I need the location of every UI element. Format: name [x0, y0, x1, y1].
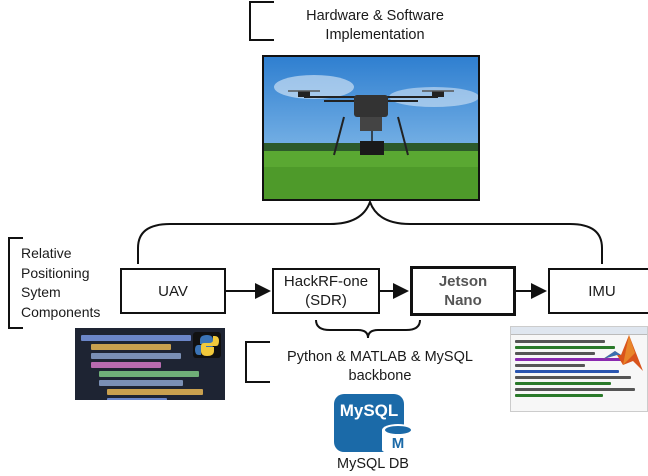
jetson-box: Jetson Nano: [410, 266, 516, 316]
mysql-caption: MySQL DB: [337, 456, 409, 472]
uav-label: UAV: [158, 282, 188, 300]
drone-photo: [262, 55, 480, 201]
software-bracket: [245, 341, 270, 383]
software-label: Python & MATLAB & MySQL backbone: [287, 349, 473, 384]
side-bracket: [8, 237, 23, 329]
python-code-screenshot: [75, 328, 225, 400]
uav-box: UAV: [120, 268, 226, 314]
drone-icon: [288, 90, 454, 156]
pipeline-arrows: [226, 283, 547, 299]
curly-brace-bottom: [315, 319, 421, 339]
matlab-logo-icon: [601, 331, 645, 375]
mysql-database-icon: M MySQL: [332, 392, 418, 454]
mysql-badge-letter: M: [392, 435, 405, 452]
side-label: Relative Positioning Sytem Components: [21, 245, 101, 320]
hackrf-label: HackRF-one (SDR): [283, 273, 369, 309]
matlab-code-screenshot: [510, 326, 648, 412]
curly-brace-top: [137, 199, 603, 264]
python-logo-icon: [193, 332, 221, 358]
jetson-label: Jetson Nano: [438, 273, 488, 309]
mysql-logo-text: MySQL: [340, 401, 399, 420]
hackrf-box: HackRF-one (SDR): [272, 268, 380, 314]
title-text: Hardware & Software Implementation: [306, 8, 444, 43]
imu-label: IMU: [588, 282, 616, 300]
title-bracket: [249, 1, 274, 41]
imu-box: IMU: [548, 268, 648, 314]
